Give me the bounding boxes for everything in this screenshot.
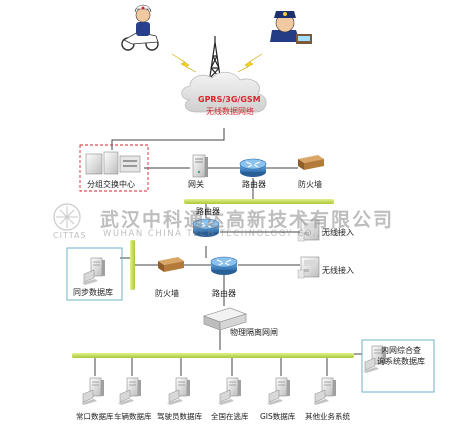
router-top-icon	[239, 158, 267, 178]
network-bus-bottom	[72, 353, 354, 358]
label-router-mid-left: 路由器	[196, 207, 220, 216]
police-motorcycle-icon	[121, 4, 159, 51]
db-pc-icon-1	[80, 377, 105, 406]
firewall-mid-icon	[158, 257, 184, 272]
label-switch-center: 分组交换中心	[87, 180, 135, 189]
db-pc-icon-4	[217, 377, 242, 406]
label-db-1: 常口数据库	[76, 412, 114, 421]
switch-center-servers-icon	[85, 151, 141, 175]
label-wireless-2: 无线接入	[322, 266, 354, 275]
lightning-left-icon	[171, 53, 197, 73]
db-pc-icon-2	[117, 377, 142, 406]
router-mid-icon	[210, 256, 238, 276]
sync-db-server-icon	[81, 257, 106, 286]
wireless-network-cloud	[181, 71, 267, 113]
label-router-mid: 路由器	[212, 289, 236, 298]
watermark-company-en: WUHAN CHINA TECH TECHNOLOGY CO.,LTD.	[103, 229, 346, 239]
label-db-2: 车辆数据库	[114, 412, 152, 421]
db-pc-icon-5	[266, 377, 291, 406]
gateway-server-icon	[192, 154, 209, 178]
sync-db-box	[66, 247, 123, 301]
police-officer-icon	[270, 11, 312, 44]
wireless-access-2-icon	[297, 256, 320, 279]
network-bus-top	[184, 199, 334, 204]
network-bus-vertical	[130, 240, 135, 290]
label-db-5: GIS数据库	[260, 412, 296, 421]
label-db-4: 全国在逃库	[211, 412, 249, 421]
label-db-6: 其他业务系统	[305, 412, 350, 421]
cloud-label-network: 无线数据网络	[206, 107, 254, 116]
label-firewall-top: 防火墙	[298, 180, 322, 189]
label-firewall-mid: 防火墙	[155, 289, 179, 298]
switch-center-box	[79, 144, 149, 192]
cloud-label-protocols: GPRS/3G/GSM	[198, 95, 261, 104]
label-isolation: 物理隔离网闸	[230, 328, 278, 337]
label-gateway: 网关	[188, 180, 204, 189]
db-pc-icon-3	[166, 377, 191, 406]
watermark-logo-text: CITTAS	[53, 231, 87, 240]
label-sync-db: 同步数据库	[73, 288, 113, 297]
watermark-company-cn: 武汉中科通达高新技术有限公司	[100, 209, 395, 231]
isolation-gateway-icon	[203, 307, 247, 331]
query-db-box	[361, 339, 435, 393]
label-router-top: 路由器	[242, 180, 266, 189]
db-pc-icon-6	[312, 377, 337, 406]
watermark-logo	[53, 203, 81, 231]
label-wireless-1: 无线接入	[322, 228, 354, 237]
label-query-db-line2: 询系统数据库	[377, 357, 425, 366]
lightning-right-icon	[237, 53, 263, 73]
firewall-top-icon	[298, 155, 324, 170]
label-db-3: 驾驶员数据库	[157, 412, 202, 421]
label-query-db-line1: 内网综合查	[381, 346, 421, 355]
